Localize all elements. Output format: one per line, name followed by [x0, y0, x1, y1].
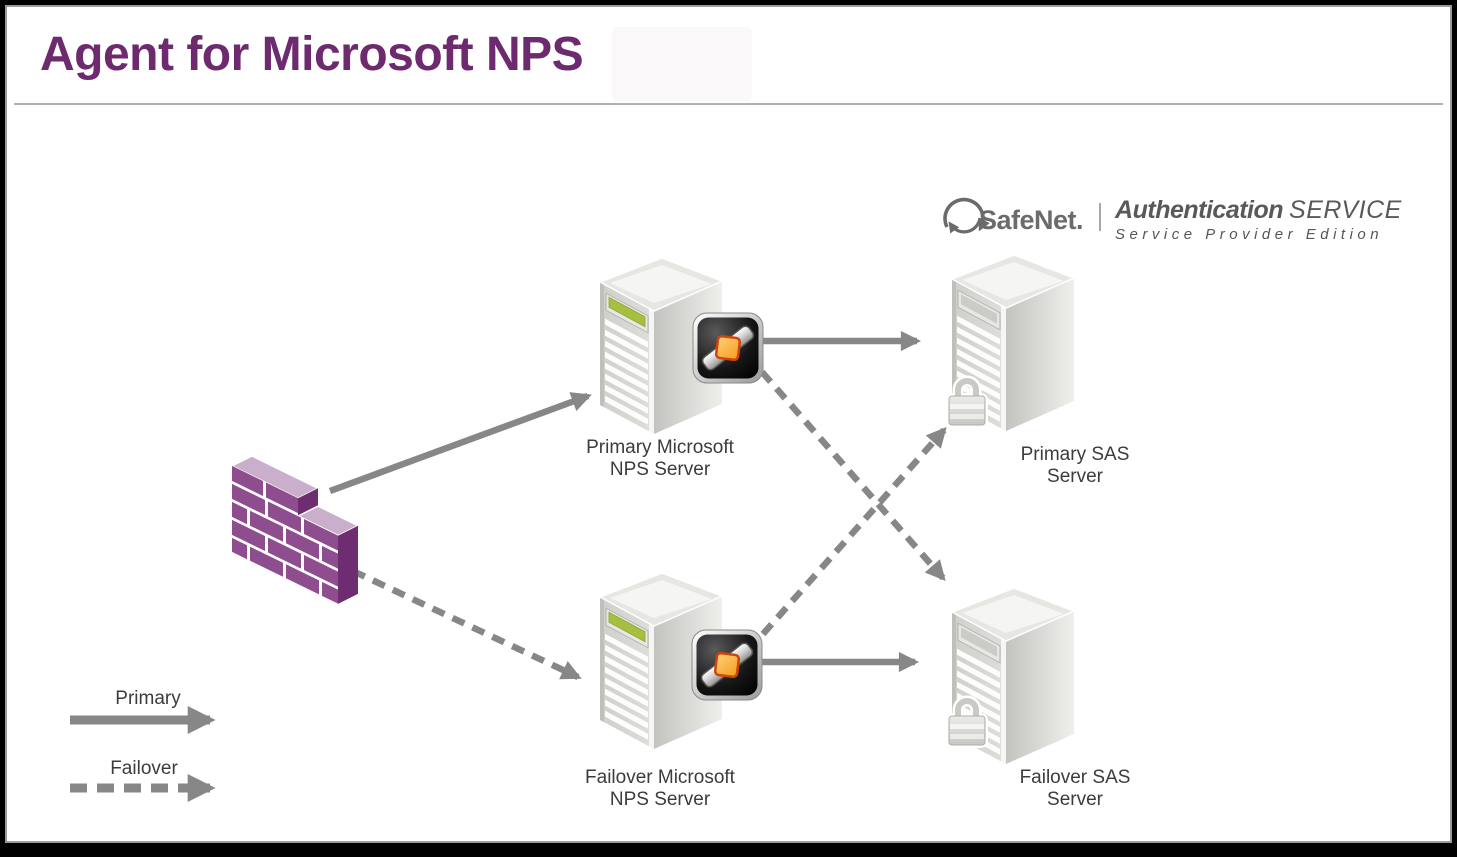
- primary-nps-label-line1: Primary Microsoft: [586, 437, 734, 458]
- page-title: Agent for Microsoft NPS: [40, 28, 584, 81]
- firewall-icon: [230, 455, 360, 604]
- failover-sas-label-line1: Failover SAS: [1019, 767, 1131, 788]
- edition-line: Service Provider Edition: [1115, 226, 1384, 243]
- legend-failover-label: Failover: [110, 758, 178, 779]
- primary-nps-label: Primary Microsoft NPS Server: [550, 437, 770, 481]
- title-underline: [14, 103, 1443, 105]
- failover-nps-label-line1: Failover Microsoft: [585, 767, 735, 788]
- failover-nps-agent-icon: [690, 628, 764, 702]
- arrow-failover-nps-to-primary-sas: [760, 426, 947, 637]
- failover-nps-label-line2: NPS Server: [609, 789, 711, 810]
- failover-sas-label: Failover SAS Server: [965, 767, 1185, 811]
- slide-canvas: Agent for Microsoft NPS SafeNet. Authent…: [5, 5, 1452, 843]
- primary-sas-label-line1: Primary SAS: [1020, 444, 1130, 465]
- watermark: [612, 27, 752, 101]
- product-name: Authentication: [1115, 196, 1284, 224]
- arrow-primary-nps-to-failover-sas: [759, 369, 946, 582]
- safenet-brand-text: SafeNet.: [979, 205, 1084, 235]
- primary-sas-label: Primary SAS Server: [965, 444, 1185, 488]
- primary-nps-agent-icon: [691, 311, 765, 385]
- topology-diagram: [70, 253, 1076, 802]
- failover-sas-label-line2: Server: [1047, 789, 1103, 810]
- product-suffix: SERVICE: [1289, 196, 1402, 224]
- failover-nps-label: Failover Microsoft NPS Server: [550, 767, 770, 811]
- legend-primary-label: Primary: [115, 688, 181, 709]
- primary-nps-label-line2: NPS Server: [609, 459, 711, 480]
- arrow-firewall-to-failover-nps: [351, 568, 582, 680]
- arrow-firewall-to-primary-nps: [328, 392, 592, 495]
- logo-divider: [1099, 203, 1102, 231]
- primary-sas-label-line2: Server: [1047, 466, 1103, 487]
- safenet-swirl-icon: [943, 197, 990, 234]
